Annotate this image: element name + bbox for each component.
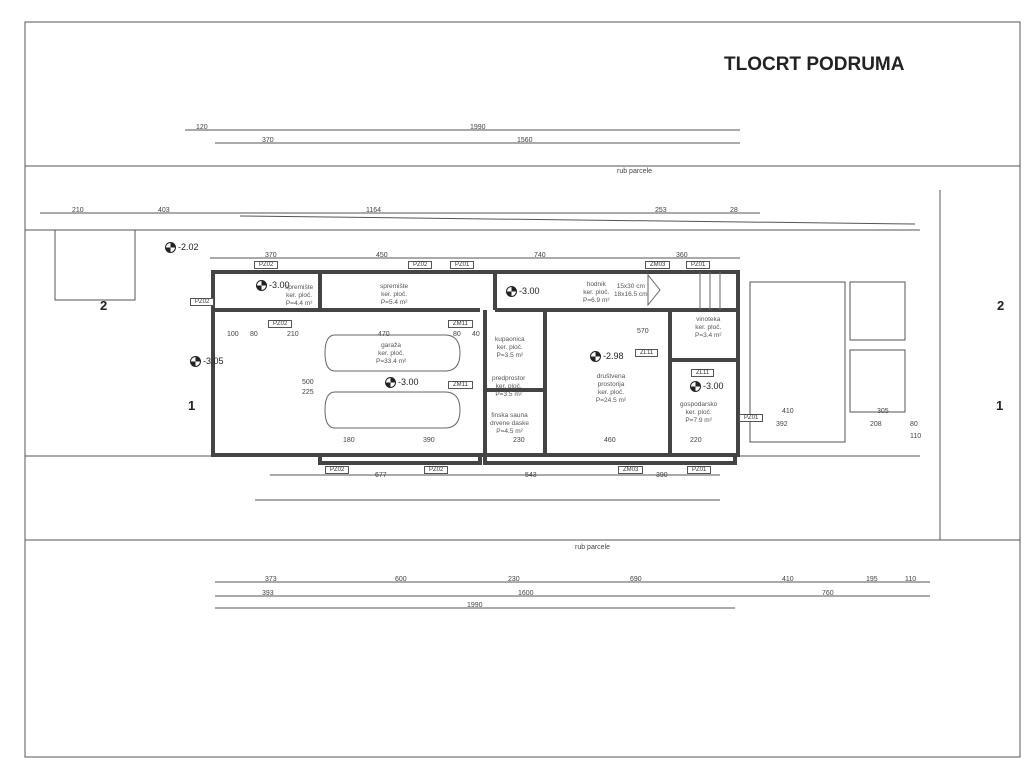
wall-tag: PZ01: [687, 466, 712, 474]
dim: 390: [656, 472, 668, 479]
dim: 570: [637, 328, 649, 335]
wall-tag: ZM03: [618, 466, 644, 474]
dim: 230: [508, 576, 520, 583]
section-mark-2-left: 2: [100, 298, 108, 313]
wall-tag: PZ02: [408, 261, 433, 269]
dim: 410: [782, 576, 794, 583]
section-mark-1-left: 1: [188, 398, 196, 413]
level-marker: -3.00: [690, 381, 724, 392]
dim: 225: [302, 389, 314, 396]
wall-tag: PZ01: [450, 261, 475, 269]
dim: 410: [782, 408, 794, 415]
dim: 373: [265, 576, 277, 583]
wall-tag: ZM11: [448, 381, 473, 389]
section-mark-2-right: 2: [997, 298, 1005, 313]
dim: 220: [690, 437, 702, 444]
dim: 393: [262, 590, 274, 597]
level-marker: -3.05: [190, 356, 224, 367]
cars: [324, 334, 461, 429]
plot-edge-label-top: rub parcele: [617, 168, 653, 175]
wall-tag: ZL11: [635, 349, 659, 357]
wall-tag: PZ01: [739, 414, 764, 422]
drawing-title: TLOCRT PODRUMA: [724, 54, 905, 75]
sheet-border: [24, 21, 1021, 758]
dim: 100: [227, 331, 239, 338]
dim: 1990: [470, 124, 486, 131]
dim: 120: [196, 124, 208, 131]
dim: 760: [822, 590, 834, 597]
level-marker: -3.00: [506, 286, 540, 297]
plot-edge-label-bottom: rub parcele: [575, 544, 611, 551]
dim: 28: [730, 207, 738, 214]
dim: 392: [776, 421, 788, 428]
dim: 390: [423, 437, 435, 444]
dim: 210: [287, 331, 299, 338]
dim: 450: [376, 252, 388, 259]
dim: 40: [472, 331, 480, 338]
dim: 543: [525, 472, 537, 479]
dim: 360: [676, 252, 688, 259]
wall-tag: PZ01: [686, 261, 711, 269]
wall-tag: PZ02: [268, 320, 293, 328]
dim: 677: [375, 472, 387, 479]
dim: 80: [453, 331, 461, 338]
wall-tag: ZL11: [691, 369, 715, 377]
wall-tag: PZ02: [424, 466, 449, 474]
dim: 80: [910, 421, 918, 428]
dim: 470: [378, 331, 390, 338]
wall-tag: ZM03: [645, 261, 671, 269]
dim: 370: [262, 137, 274, 144]
dim: 110: [910, 433, 922, 440]
dim: 1600: [518, 590, 534, 597]
level-marker: -2.02: [165, 242, 199, 253]
level-marker: -3.00: [385, 377, 419, 388]
dim: 110: [905, 576, 917, 583]
level-marker: -3.00: [256, 280, 290, 291]
dim: 740: [534, 252, 546, 259]
dim: 230: [513, 437, 525, 444]
dim: 1560: [517, 137, 533, 144]
dim: 690: [630, 576, 642, 583]
dim: 305: [877, 408, 889, 415]
dim: 253: [655, 207, 667, 214]
dim: 500: [302, 379, 314, 386]
dim: 208: [870, 421, 882, 428]
wall-tag: PZ02: [190, 298, 215, 306]
dim: 210: [72, 207, 84, 214]
dim: 403: [158, 207, 170, 214]
level-marker: -2.98: [590, 351, 624, 362]
wall-tag: PZ02: [325, 466, 350, 474]
dim: 370: [265, 252, 277, 259]
wall-tag: ZM11: [448, 320, 473, 328]
dim: 80: [250, 331, 258, 338]
dim: 460: [604, 437, 616, 444]
wall-tag: PZ02: [254, 261, 279, 269]
dim: 180: [343, 437, 355, 444]
dim: 195: [866, 576, 878, 583]
section-mark-1-right: 1: [996, 398, 1004, 413]
dim: 1990: [467, 602, 483, 609]
dim: 600: [395, 576, 407, 583]
dim: 1164: [366, 207, 382, 214]
